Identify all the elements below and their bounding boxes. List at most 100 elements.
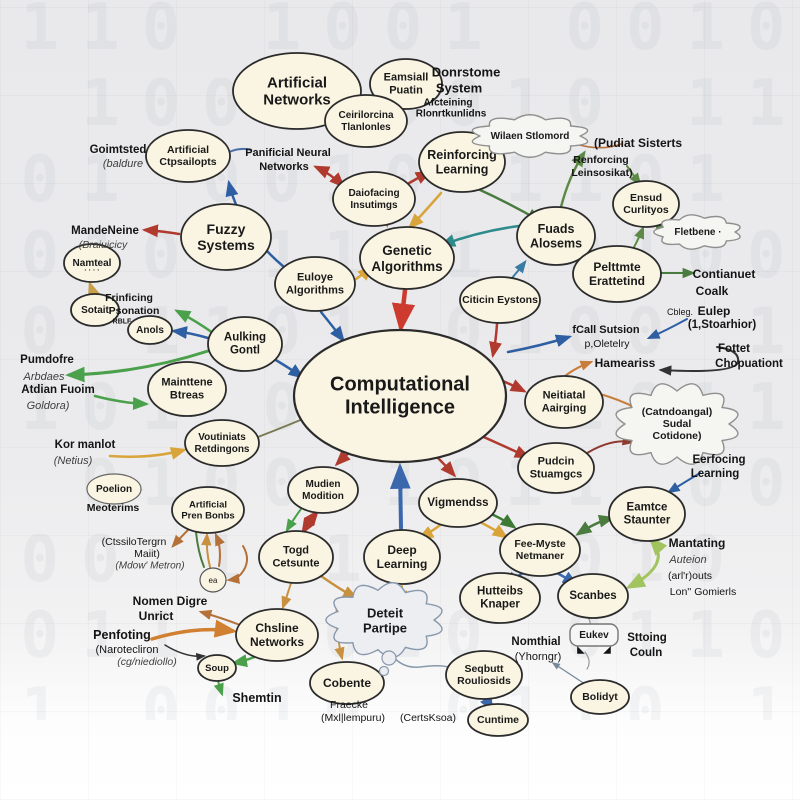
node-ea-scribble[interactable]: ea — [199, 567, 227, 593]
text-label-22: Leinsosikat) — [571, 167, 632, 179]
node-wilaen-stlomord[interactable]: Wilaen Stlomord — [471, 114, 589, 158]
node-fletbene[interactable]: Fletbene · — [653, 214, 741, 250]
arrow-27 — [475, 432, 531, 459]
text-label-5: Networks — [259, 161, 309, 173]
text-label-11: Frinficing — [105, 292, 153, 304]
node-eukev[interactable]: Eukev — [569, 623, 619, 647]
text-label-8: MandeNeine — [71, 225, 139, 237]
text-label-12: Psonation — [109, 305, 160, 317]
node-scanbes[interactable]: Scanbes — [557, 573, 629, 619]
arrow-31 — [476, 519, 509, 539]
text-label-35: Mantating — [669, 536, 726, 550]
node-bolidyt[interactable]: Bolidyt — [570, 679, 630, 715]
arrow-59 — [391, 287, 416, 333]
arrow-66 — [195, 531, 205, 568]
node-namteal[interactable]: Namteal — [63, 243, 121, 283]
node-anols[interactable]: Anols — [127, 315, 173, 345]
arrow-49 — [198, 609, 241, 626]
arrow-58 — [319, 310, 345, 343]
arrow-12 — [632, 225, 644, 250]
text-label-39: Sttoing — [627, 632, 667, 644]
node-label-anols: Anols — [136, 325, 164, 336]
node-poelion[interactable]: Poelion — [86, 473, 142, 505]
node-vigmendss[interactable]: Vigmendss — [418, 478, 498, 528]
text-label-52: Shemtin — [232, 691, 281, 705]
text-label-16: Atdian Fuoim — [21, 384, 94, 396]
node-sotait[interactable]: Sotait — [70, 293, 120, 327]
node-label-sotait: Sotait — [81, 305, 109, 316]
arrow-5 — [407, 191, 443, 230]
text-label-9: (Braiuicicy — [79, 239, 128, 251]
arrow-24 — [625, 536, 668, 589]
node-cuntime[interactable]: Cuntime — [467, 703, 529, 737]
text-label-41: Nomthial — [511, 636, 560, 648]
node-label-poelion: Poelion — [96, 484, 132, 495]
arrow-7 — [438, 224, 521, 247]
text-label-30: Fottet — [718, 343, 750, 355]
node-label-namteal: Namteal — [73, 258, 112, 269]
arrow-67 — [201, 532, 212, 568]
text-label-24: Coalk — [696, 284, 729, 298]
text-label-37: (arl'r)outs — [668, 570, 712, 582]
text-label-50: (Narotecliron — [96, 644, 159, 656]
text-label-42: (Yhorngr) — [515, 651, 561, 663]
node-label-cobente: Cobente — [323, 676, 371, 690]
text-label-28: fCall Sutsion — [572, 324, 640, 336]
text-label-34: Learning — [691, 468, 740, 480]
arrow-29 — [389, 462, 411, 530]
node-citicin-eystons[interactable]: Citicin Eystons — [459, 276, 541, 324]
text-label-55: (CertsKsoa) — [400, 712, 456, 724]
node-cobente[interactable]: Cobente — [309, 661, 385, 705]
text-label-32: Hameariss — [595, 356, 656, 370]
node-soup[interactable]: Soup — [197, 654, 237, 682]
arrow-2 — [228, 147, 252, 153]
node-label-citicin-eystons: Citicin Eystons — [462, 294, 538, 306]
node-label-wilaen-stlomord: Wilaen Stlomord — [491, 131, 570, 142]
text-label-4: Panificial Neural — [245, 147, 331, 159]
text-label-3: Rlonrtkunlidns — [416, 109, 487, 120]
arrow-37 — [319, 574, 359, 600]
arrow-60 — [489, 322, 502, 359]
arrow-57 — [272, 357, 305, 379]
text-label-14: Pumdofre — [20, 354, 74, 366]
text-label-54: (Mxl|lempuru) — [321, 712, 385, 724]
